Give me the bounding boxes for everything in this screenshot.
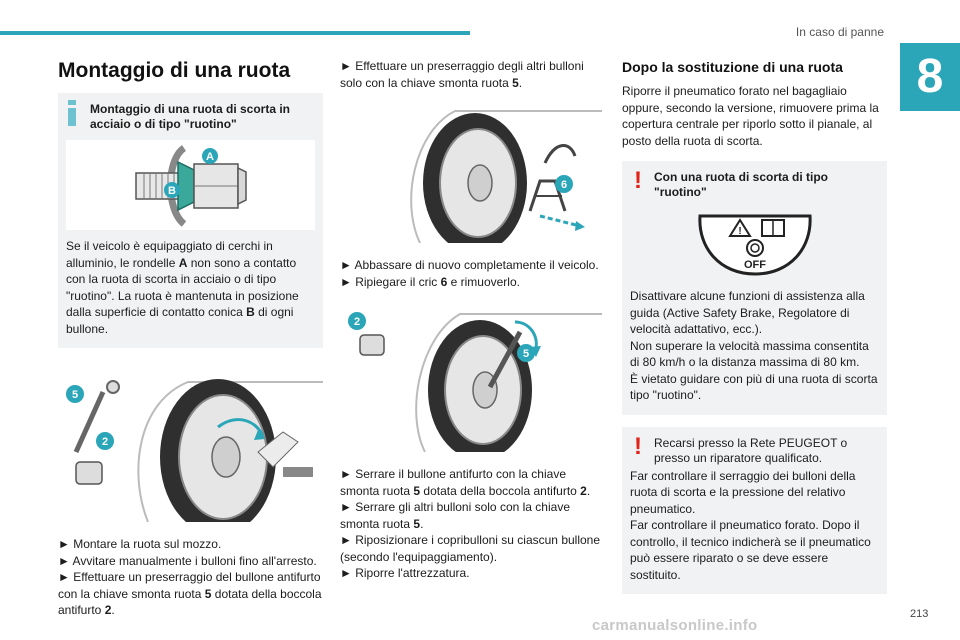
after-intro-text: Riporre il pneumatico forato nel bagagli…: [622, 84, 879, 148]
info-box: Montaggio di una ruota di scorta in acci…: [58, 93, 323, 348]
step-store-tools: ► Riporre l'attrezzatura.: [340, 566, 470, 580]
warning-box-title: Con una ruota di scorta di tipo "ruotino…: [654, 170, 828, 199]
bolt-tightening-illustration: 2 5: [340, 302, 602, 452]
label-2: 2: [102, 436, 108, 448]
section-title-after: Dopo la sostituzione di una ruota: [622, 59, 843, 75]
warning-box-text: Far controllare il serraggio dei bulloni…: [630, 468, 871, 582]
info-icon: [68, 100, 76, 126]
sticker-off-label: OFF: [744, 259, 766, 271]
step-bolt-covers: ► Riposizionare i copribulloni su ciascu…: [340, 533, 601, 564]
warning-box-title: Recarsi presso la Rete PEUGEOT o presso …: [654, 435, 848, 465]
step-screw: ► Avvitare manualmente i bulloni fino al…: [58, 553, 317, 568]
header-section-title: In caso di panne: [795, 25, 884, 39]
step-pretighten-antitheft: ► Effettuare un preserraggio del bullone…: [58, 570, 322, 617]
wheel-bolt-illustration: A B: [66, 140, 315, 230]
header-accent-bar: [0, 31, 470, 35]
warning-box-dealer: ! Recarsi presso la Rete PEUGEOT o press…: [622, 426, 887, 594]
column-2: ► Effettuare un preserraggio degli altri…: [340, 50, 602, 582]
column-3: Dopo la sostituzione di una ruota Riporr…: [622, 50, 887, 594]
step-tighten-antitheft: ► Serrare il bullone antifurto con la ch…: [340, 467, 591, 498]
warning-icon: !: [634, 167, 642, 194]
page-number: 213: [910, 608, 929, 620]
label-5b: 5: [523, 348, 529, 360]
step-fold-jack: ► Ripiegare il cric 6 e rimuoverlo.: [340, 274, 520, 289]
warning-box-spacesaver: ! Con una ruota di scorta di tipo "ruoti…: [622, 161, 887, 415]
wheel-mounting-illustration: 5 2: [58, 362, 323, 522]
label-a: A: [206, 151, 214, 163]
svg-text:!: !: [738, 226, 741, 237]
info-box-title: Montaggio di una ruota di scorta in acci…: [90, 102, 290, 131]
spare-wheel-sticker: ! OFF: [698, 214, 812, 276]
label-5: 5: [72, 389, 78, 401]
watermark: carmanualsonline.info: [592, 617, 758, 634]
warning-box-text: Disattivare alcune funzioni di assistenz…: [630, 289, 878, 402]
jack-lowering-illustration: 6: [340, 101, 602, 243]
label-2b: 2: [354, 316, 360, 328]
column-1: Montaggio di una ruota Montaggio di una …: [58, 50, 323, 619]
label-b: B: [168, 185, 176, 197]
step-tighten-other: ► Serrare gli altri bulloni solo con la …: [340, 500, 570, 531]
chapter-tab: 8: [900, 43, 960, 111]
label-6: 6: [561, 179, 567, 191]
step-mount: ► Montare la ruota sul mozzo.: [58, 537, 222, 551]
step-pretighten-other: ► Effettuare un preserraggio degli altri…: [340, 59, 584, 90]
info-box-text: Se il veicolo è equipaggiato di cerchi i…: [66, 239, 299, 336]
warning-icon: !: [634, 432, 642, 460]
step-lower-vehicle: ► Abbassare di nuovo completamente il ve…: [340, 258, 599, 272]
page-title: Montaggio di una ruota: [58, 59, 291, 82]
